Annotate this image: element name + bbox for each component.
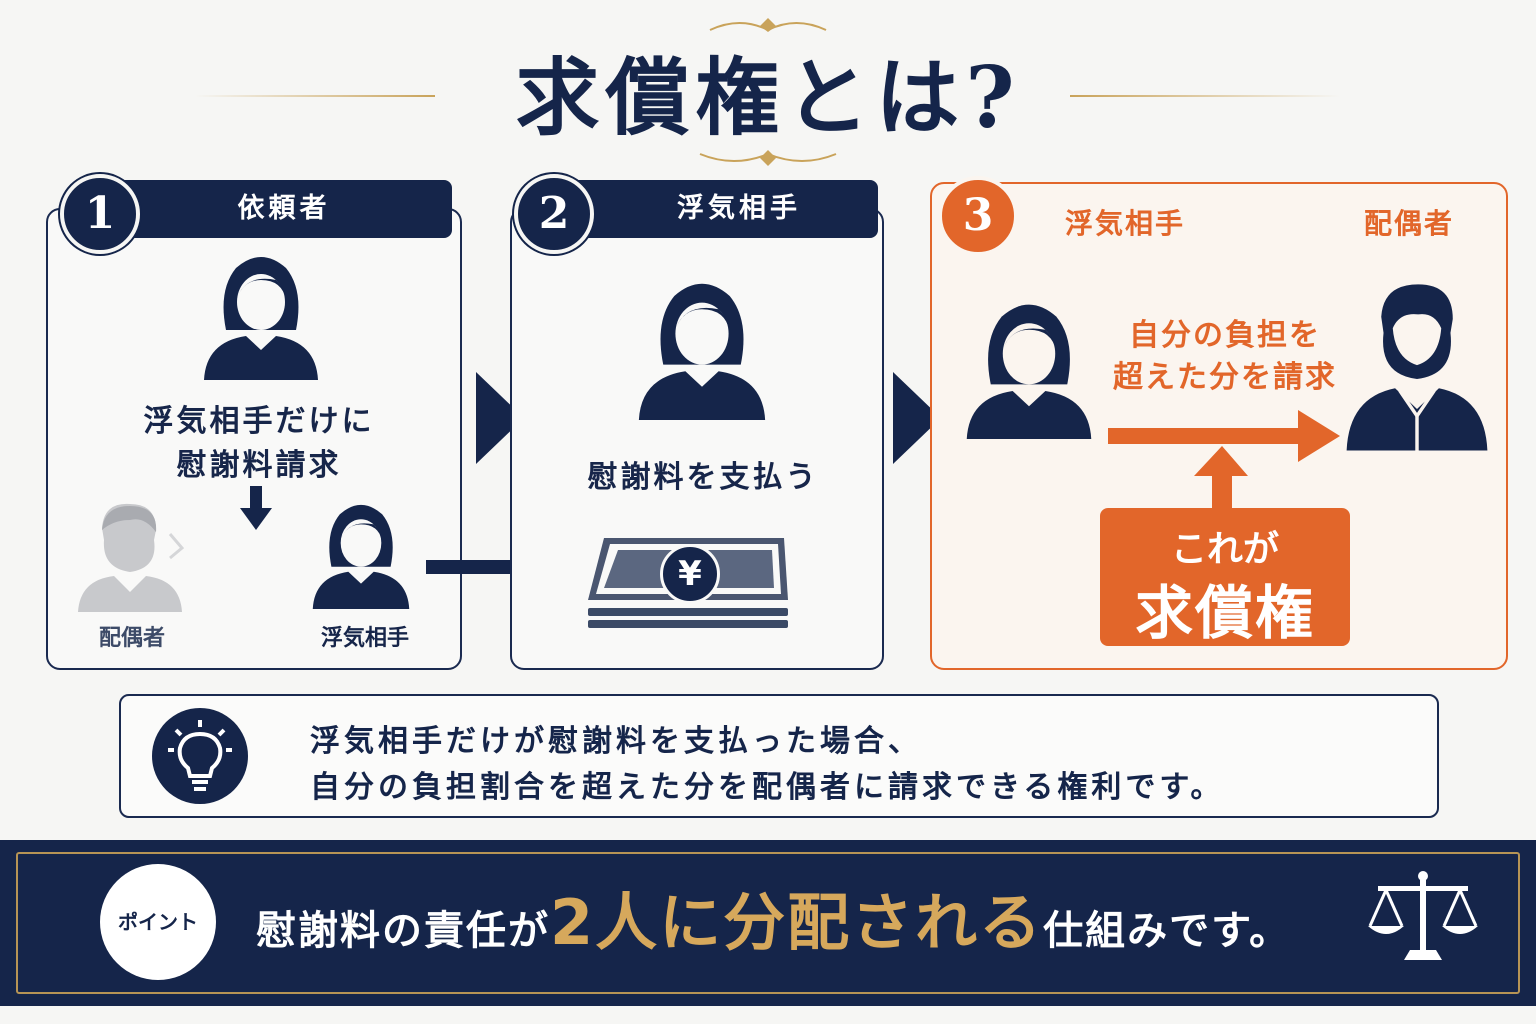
chevron-right-icon-2: [893, 372, 941, 464]
title-divider-left: [195, 95, 435, 97]
ornament-top-icon: [709, 18, 827, 32]
point-banner: [0, 840, 1536, 1006]
step-1-description-line2: 慰謝料請求: [176, 448, 342, 483]
callout-line2: 求償権: [1134, 579, 1315, 647]
lightbulb-icon: [168, 720, 232, 791]
chevron-right-icon: [476, 372, 524, 464]
up-arrow-icon: [1194, 446, 1248, 512]
step-1-number: 1: [60, 174, 140, 254]
page-title: 求償権とは?: [515, 48, 1021, 147]
step-2-header-label: 浮気相手: [677, 193, 801, 224]
step-2-number: 2: [514, 174, 594, 254]
explanation-line2: 自分の負担割合を超えた分を配偶者に請求できる権利です。: [310, 770, 1225, 805]
claim-description-line1: 自分の負担を: [1129, 318, 1321, 353]
kyushoken-callout: [1100, 508, 1350, 646]
step-3-number: 3: [938, 176, 1018, 256]
step-3-right-label: 配偶者: [1363, 207, 1454, 240]
scales-of-justice-icon: [1368, 871, 1478, 960]
spouse-label: 配偶者: [98, 626, 165, 651]
ornament-bottom-icon: [699, 150, 837, 166]
spouse-faded-icon: [78, 503, 184, 612]
explanation-line1: 浮気相手だけが慰謝料を支払った場合、: [310, 724, 922, 759]
point-text-highlight: 2人に分配される: [550, 886, 1044, 959]
step-3-left-label: 浮気相手: [1064, 207, 1185, 240]
affair-partner-icon: [312, 504, 410, 609]
spouse-man-icon: [1346, 284, 1488, 451]
point-text-after: 仕組みです。: [1043, 908, 1292, 954]
point-text-before: 慰謝料の責任が: [256, 908, 550, 954]
step-2-header: 浮気相手: [560, 180, 878, 238]
step-1-description-line1: 浮気相手だけに: [143, 404, 375, 439]
callout-line1: これが: [1170, 529, 1279, 570]
step-2-description: 慰謝料を支払う: [587, 460, 819, 495]
step-1-header: 依頼者: [96, 180, 452, 238]
explanation-box: [119, 694, 1439, 818]
claim-description-line2: 超えた分を請求: [1113, 360, 1337, 395]
step-1-header-label: 依頼者: [237, 193, 331, 224]
point-badge: ポイント: [100, 864, 216, 980]
claim-arrow-icon: [1108, 410, 1340, 462]
affair-partner-label: 浮気相手: [320, 626, 409, 651]
affair-partner-claimant-icon: [966, 304, 1092, 439]
down-arrow-icon: [240, 486, 272, 530]
title-divider-right: [1070, 95, 1340, 97]
point-banner-frame: [16, 852, 1520, 994]
client-woman-icon: [204, 257, 318, 380]
yen-icon: ¥: [660, 544, 720, 604]
point-text: 慰謝料の責任が2人に分配される仕組みです。: [256, 878, 1291, 968]
affair-partner-paying-icon: [638, 283, 766, 420]
